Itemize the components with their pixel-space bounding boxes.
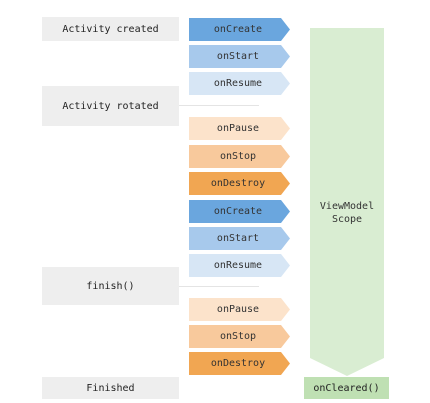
event-label-finished: Finished [42, 377, 179, 399]
scope-label-line1: ViewModel [319, 201, 375, 212]
arrow-fill [189, 72, 290, 95]
callback-label: onStart [216, 51, 260, 62]
callback-arrow-shape [189, 18, 290, 41]
callback-arrow: onStart [189, 227, 290, 250]
callback-arrow: onStop [189, 145, 290, 168]
callback-label: onPause [216, 304, 260, 315]
callback-arrow: onDestroy [189, 172, 290, 195]
callback-arrow-shape [189, 145, 290, 168]
scope-label-line2: Scope [331, 214, 363, 225]
arrow-fill [189, 117, 290, 140]
callback-arrow: onPause [189, 117, 290, 140]
callback-label: onPause [216, 123, 260, 134]
viewmodel-scope: ViewModel Scope [310, 28, 384, 376]
callback-label: onDestroy [210, 358, 266, 369]
callback-label: onCreate [213, 24, 263, 35]
callback-arrow-shape [189, 298, 290, 321]
arrow-fill [189, 172, 290, 195]
event-label-finish: finish() [42, 267, 179, 305]
callback-arrow-shape [189, 254, 290, 277]
arrow-fill [189, 325, 290, 348]
event-divider-finish [179, 286, 259, 287]
callback-label: onResume [213, 78, 263, 89]
arrow-fill [189, 254, 290, 277]
arrow-fill [189, 45, 290, 68]
scope-arrow-shape [310, 28, 384, 376]
callback-arrow-shape [189, 172, 290, 195]
callback-label: onStart [216, 233, 260, 244]
callback-arrow: onStop [189, 325, 290, 348]
arrow-fill [189, 18, 290, 41]
scope-fill [310, 28, 384, 376]
callback-arrow-shape [189, 325, 290, 348]
callback-arrow-shape [189, 352, 290, 375]
on-cleared-box: onCleared() [304, 377, 389, 399]
callback-arrow-shape [189, 227, 290, 250]
callback-arrow: onResume [189, 254, 290, 277]
scope-label: ViewModel Scope [310, 200, 384, 226]
callback-arrow-shape [189, 72, 290, 95]
callback-arrow: onCreate [189, 18, 290, 41]
callback-arrow: onCreate [189, 200, 290, 223]
event-label-activity-rotated: Activity rotated [42, 86, 179, 126]
callback-arrow: onResume [189, 72, 290, 95]
arrow-fill [189, 227, 290, 250]
callback-label: onStop [219, 151, 257, 162]
callback-arrow: onDestroy [189, 352, 290, 375]
arrow-fill [189, 200, 290, 223]
arrow-fill [189, 145, 290, 168]
event-label-activity-created: Activity created [42, 17, 179, 41]
event-divider-rotated [179, 105, 259, 106]
callback-label: onStop [219, 331, 257, 342]
arrow-fill [189, 352, 290, 375]
callback-arrow-shape [189, 117, 290, 140]
callback-arrow-shape [189, 200, 290, 223]
callback-label: onCreate [213, 206, 263, 217]
callback-arrow: onPause [189, 298, 290, 321]
arrow-fill [189, 298, 290, 321]
callback-label: onResume [213, 260, 263, 271]
callback-arrow: onStart [189, 45, 290, 68]
callback-arrow-shape [189, 45, 290, 68]
callback-label: onDestroy [210, 178, 266, 189]
